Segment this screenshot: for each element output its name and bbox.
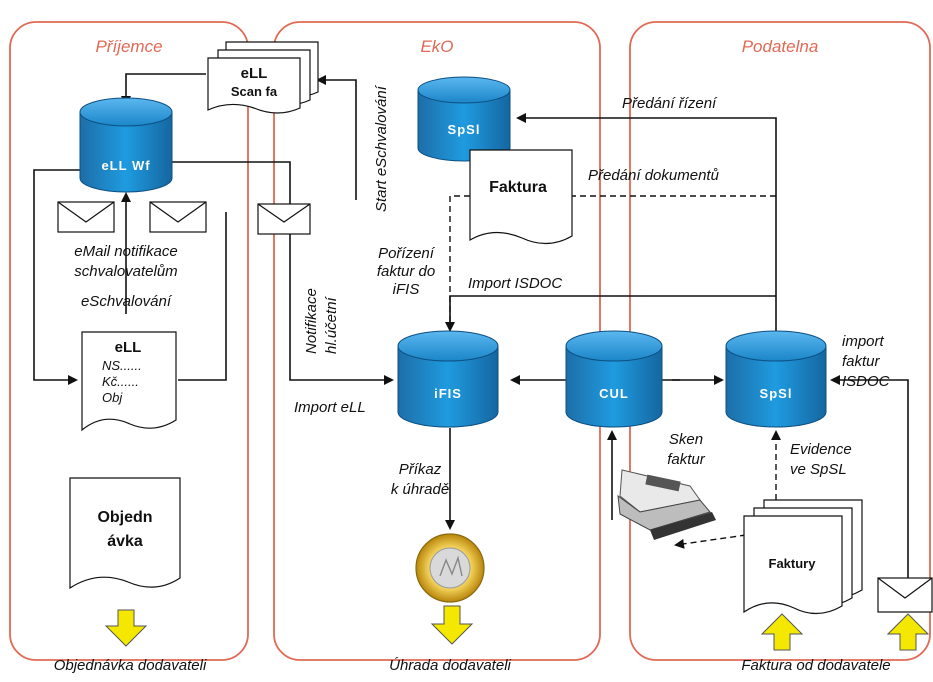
scanner-icon [617,469,716,540]
label-predani-rizeni: Předání řízení [622,95,718,112]
doc-faktura-label: Faktura [489,179,547,196]
db-spsl-podatelna-label: SpSl [760,386,793,401]
label-predani-dokumentu: Předání dokumentů [588,167,720,184]
label-prikaz-1: Příkaz [399,461,442,478]
doc-ell[interactable]: eLL NS...... Kč...... Obj [81,331,177,432]
db-cul-label: CUL [599,386,629,401]
label-notifikace-1: Notifikace [303,288,320,354]
lane-title-eko: EkO [420,37,453,56]
label-import-isdoc: Import ISDOC [468,275,562,292]
label-sken-1: Sken [669,431,703,448]
envelope-icon [257,203,311,235]
euro-coin-icon [415,533,485,603]
label-objednavka-dodavateli: Objednávka dodavateli [54,657,207,674]
envelope-icon [877,577,933,613]
doc-ell-line-kc: Kč...... [102,374,139,389]
db-cul[interactable]: CUL [565,330,663,428]
doc-ell-line-obj: Obj [102,390,123,405]
db-spsl-eko[interactable]: SpSl [417,76,511,162]
db-spsl-podatelna[interactable]: SpSl [725,330,827,428]
doc-ell-title: eLL [115,339,142,356]
db-ifis-label: iFIS [434,386,462,401]
doc-ell-scan-title: eLL [241,65,268,82]
label-notifikace-2: hl.účetní [323,295,340,354]
label-import-faktur-2: faktur [842,353,881,370]
lane-title-prijemce: Příjemce [95,37,162,56]
label-import-faktur-1: import [842,333,885,350]
envelope-icon [149,201,207,233]
label-import-ell: Import eLL [294,399,366,416]
label-evidence-1: Evidence [790,441,852,458]
label-sken-2: faktur [667,451,706,468]
lane-prijemce [9,21,249,661]
doc-ell-line-ns: NS...... [102,358,142,373]
label-import-faktur-3: ISDOC [842,373,890,390]
yellow-arrow-up-icon [886,613,930,651]
label-porizeni-1: Pořízení [378,245,436,262]
doc-objednavka-line1: Objedn [97,509,152,526]
doc-faktury-label: Faktury [769,556,817,571]
doc-ell-scan-subtitle: Scan fa [231,84,278,99]
label-prikaz-2: k úhradě [391,481,449,498]
label-faktura-od-dodavatele: Faktura od dodavatele [741,657,890,674]
doc-objednavka[interactable]: Objedn ávka [69,477,181,590]
lane-title-podatelna: Podatelna [742,37,819,56]
doc-faktury-stack[interactable]: Faktury [743,499,863,615]
doc-ell-scan[interactable]: eLL Scan fa [207,41,319,114]
label-uhrada-dodavateli: Úhrada dodavateli [389,657,511,674]
doc-faktura[interactable]: Faktura [469,149,573,245]
label-evidence-2: ve SpSL [790,461,847,478]
label-eschvalovani: eSchvalování [81,293,173,310]
label-email-notifikace-2: schvalovatelům [74,263,177,280]
envelope-icon [57,201,115,233]
yellow-arrow-down-icon [430,605,474,645]
label-porizeni-2: faktur do [377,263,435,280]
label-porizeni-3: iFIS [393,281,420,298]
db-ell-wf[interactable]: eLL Wf [79,97,173,193]
label-email-notifikace-1: eMail notifikace [74,243,177,260]
db-ell-wf-label: eLL Wf [101,158,150,173]
db-spsl-eko-label: SpSl [448,122,481,137]
label-start-eschvalovani: Start eSchvalování [373,84,390,212]
doc-objednavka-line2: ávka [107,533,143,550]
yellow-arrow-down-icon [104,609,148,647]
yellow-arrow-up-icon [760,613,804,651]
db-ifis[interactable]: iFIS [397,330,499,428]
